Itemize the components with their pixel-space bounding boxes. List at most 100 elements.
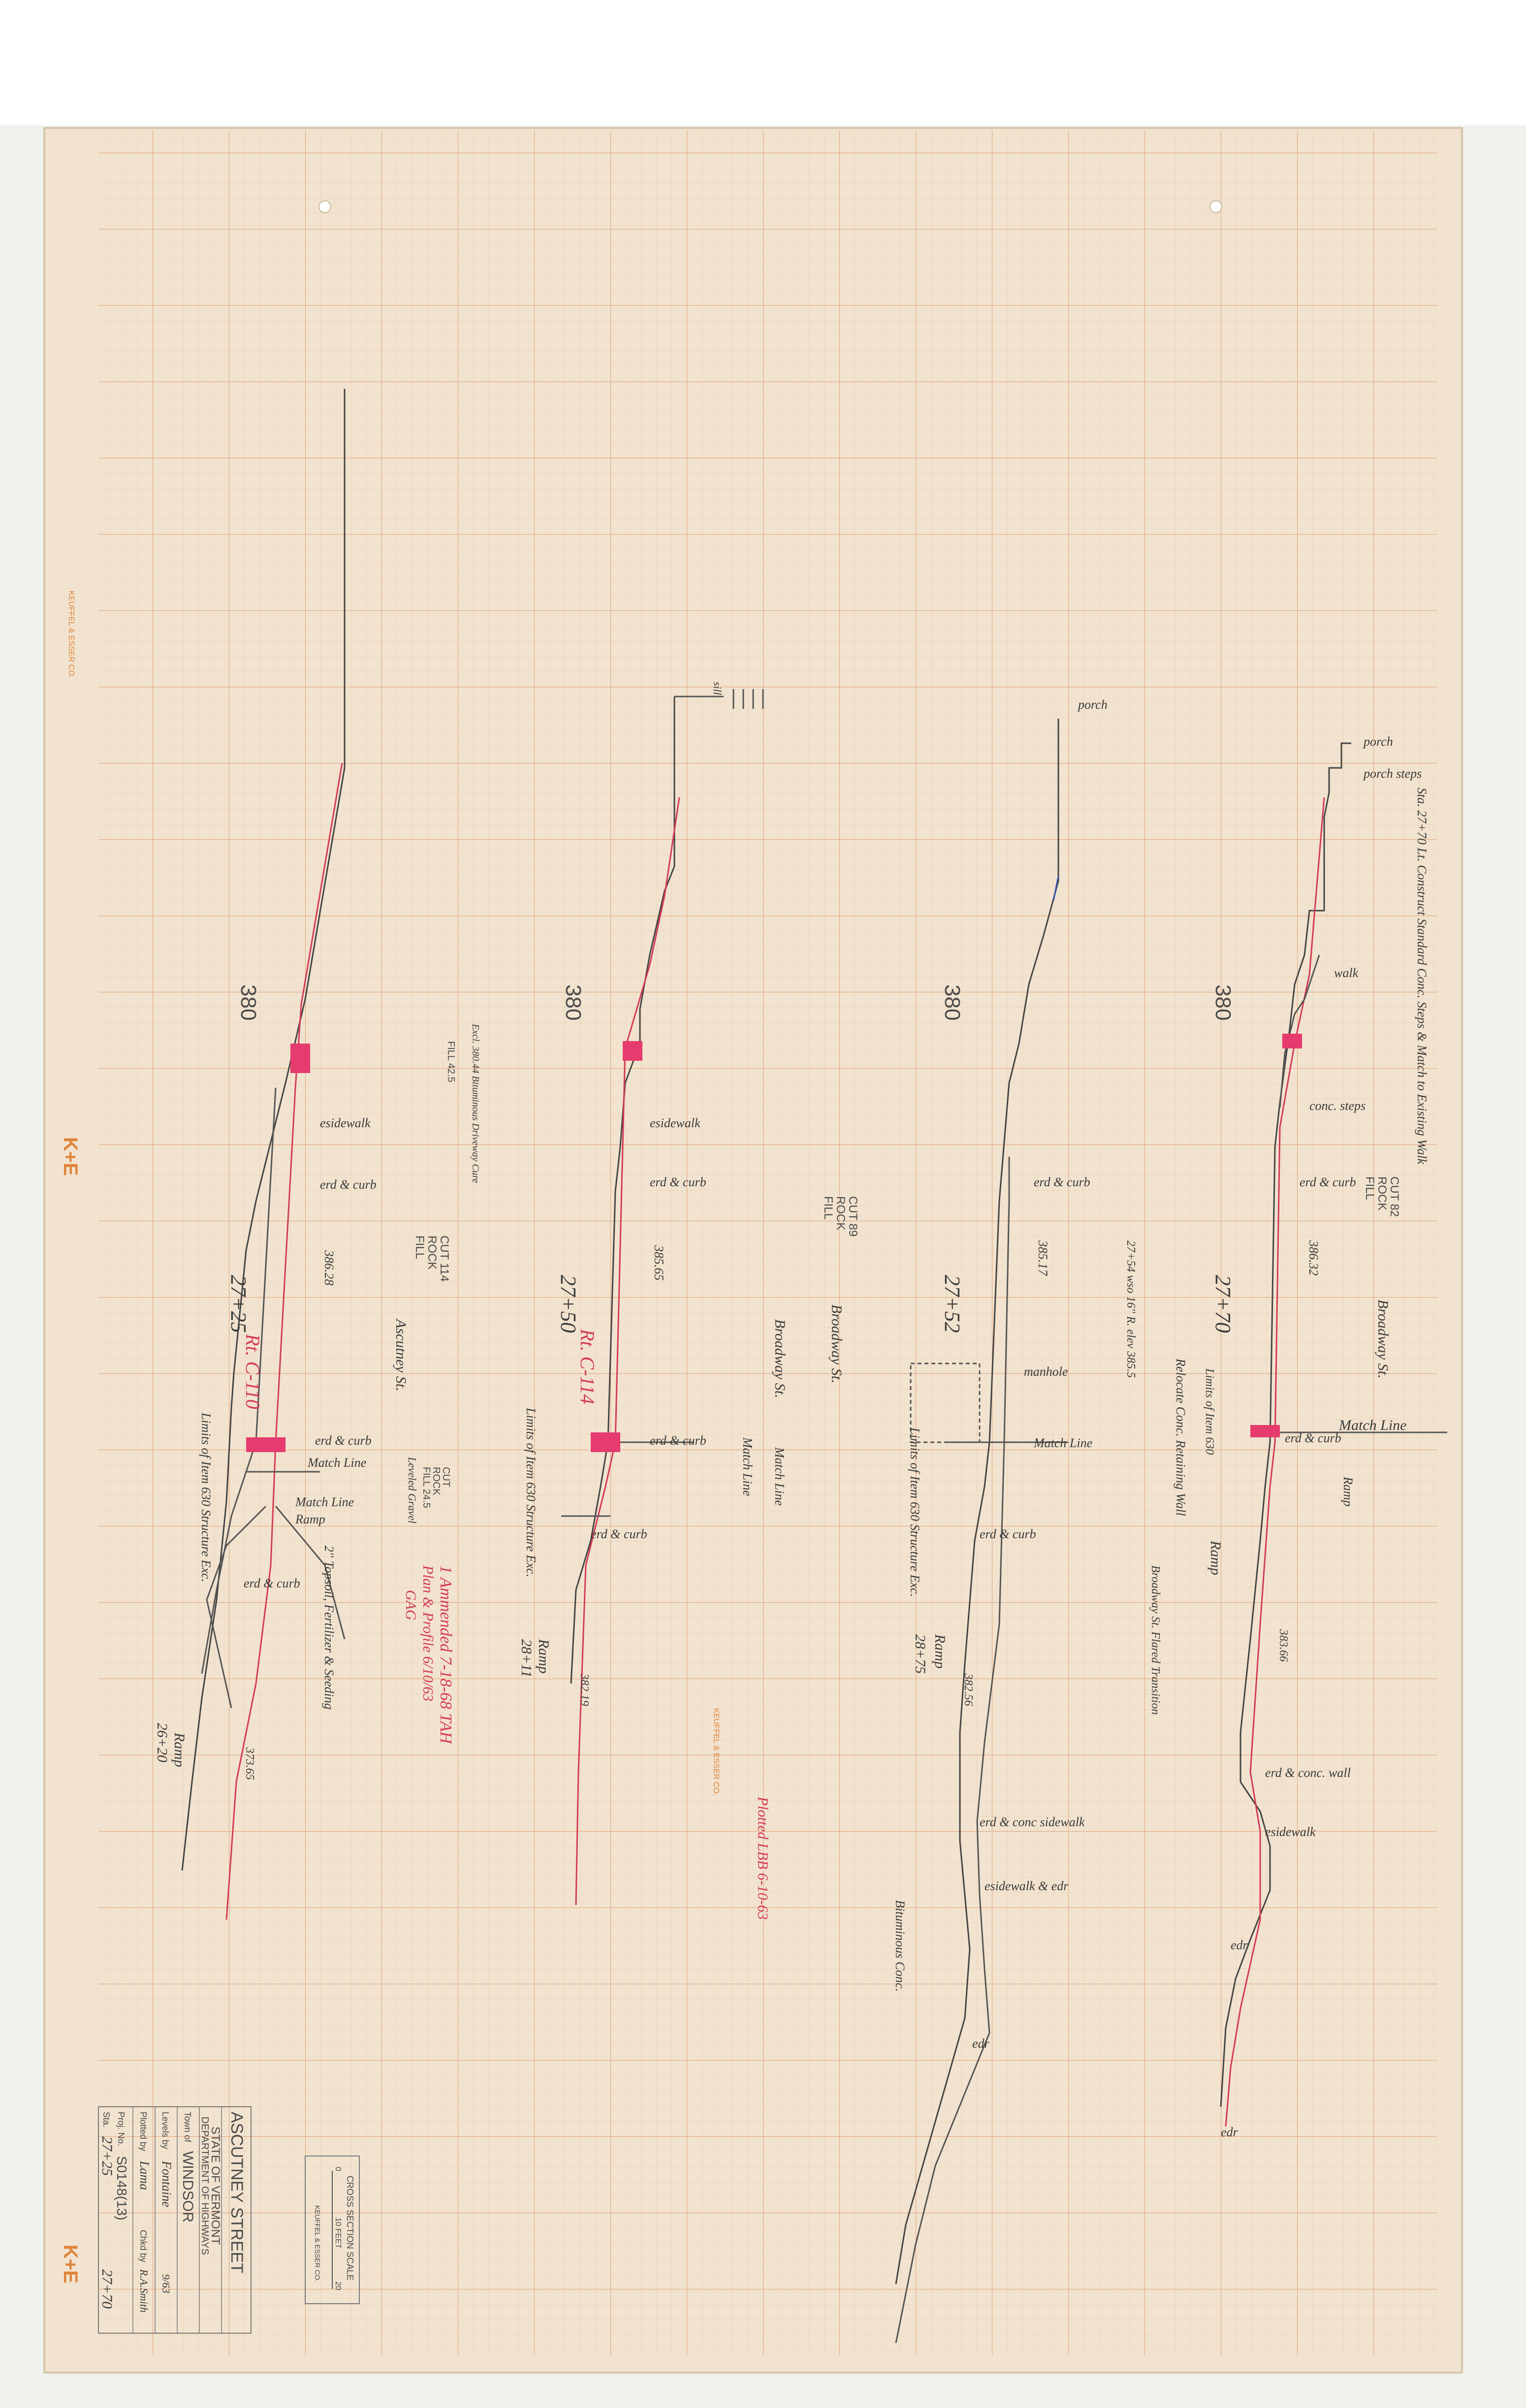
curb-label-3: erd & curb xyxy=(244,1576,300,1590)
existing-ground-line xyxy=(181,389,346,1871)
earthwork-fill: FILL xyxy=(413,1236,426,1259)
title-block: ASCUTNEY STREET STATE OF VERMONT DEPARTM… xyxy=(98,2106,252,2334)
side-elev: 382.19 xyxy=(578,1673,591,1706)
steps-note: Sta. 27+70 Lt. Construct Standard Conc. … xyxy=(1415,788,1429,1165)
elev-ref-label: 380 xyxy=(236,984,260,1020)
conc-wall-label: erd & conc. wall xyxy=(1265,1766,1351,1780)
earthwork-fill-2: FILL 42.5 xyxy=(445,1041,456,1082)
edr-label-2: edr xyxy=(1221,2125,1239,2139)
elev-ref-label: 380 xyxy=(940,984,964,1020)
vendor-stamp: KEUFFEL & ESSER CO. xyxy=(67,591,75,678)
scale-heading: CROSS SECTION SCALE xyxy=(345,2176,355,2281)
bituminous-note: Bituminous Conc. xyxy=(893,1900,907,1992)
scale-vendor: KEUFFEL & ESSER CO. xyxy=(314,2205,321,2282)
cross-section-27-52 xyxy=(895,719,1068,2344)
street-name: ASCUTNEY STREET xyxy=(227,2112,246,2273)
station-label: 27+25 xyxy=(226,1275,251,1333)
checked-label: Chkd by xyxy=(138,2230,148,2262)
sidewalk-fill xyxy=(1282,1034,1302,1048)
curb-label-2: erd & curb xyxy=(650,1433,706,1448)
ramp-label-2: Ramp xyxy=(171,1732,188,1767)
scale-frame xyxy=(305,2155,360,2304)
match-line-label: Match Line xyxy=(740,1437,755,1496)
earthwork-fill: FILL xyxy=(1363,1176,1376,1200)
street-note: Broadway St. xyxy=(1375,1299,1391,1379)
centerline-elev: 385.17 xyxy=(1036,1240,1050,1276)
ramp-label: Ramp xyxy=(932,1634,948,1669)
wall-note: Relocate Conc. Retaining Wall xyxy=(1174,1358,1188,1516)
earthwork-cut: CUT 114 xyxy=(438,1236,451,1282)
ramp-station: 28+11 xyxy=(518,1639,535,1678)
punch-hole xyxy=(1209,200,1222,213)
route-label: Rt. C-110 xyxy=(242,1333,264,1409)
walk-label: walk xyxy=(1334,966,1359,980)
gravel-note: Leveled Gravel xyxy=(406,1457,418,1523)
structure-exc-note: Limits of Item 630 Structure Exc. xyxy=(908,1427,922,1597)
curb-label-3: erd & curb xyxy=(591,1527,647,1541)
curb-fill xyxy=(246,1437,286,1452)
plotted-label: Plotted by xyxy=(138,2112,148,2151)
cross-section-27-25 xyxy=(181,389,346,1920)
ramp-label: Ramp xyxy=(1208,1540,1224,1575)
street-note: Ascutney St. xyxy=(393,1318,409,1392)
match-line-label: Match Line xyxy=(1033,1436,1092,1450)
sill-label: sill xyxy=(711,682,724,695)
project-label: Proj. No. xyxy=(116,2112,126,2146)
sta-from: 27+25 xyxy=(99,2136,115,2176)
sidewalk-fill xyxy=(290,1044,310,1073)
sidewalk-label: esidewalk xyxy=(1265,1825,1316,1839)
curb-fill xyxy=(591,1432,620,1452)
route-label: Rt. C-114 xyxy=(576,1329,599,1404)
porch-label: porch xyxy=(1077,697,1108,712)
edr-label: edr xyxy=(972,2036,990,2051)
ramp-note: Ramp xyxy=(1341,1476,1355,1507)
cross-section-27-70 xyxy=(1220,742,1447,2127)
elev-ref-label: 380 xyxy=(561,984,585,1020)
existing-ground-line xyxy=(895,719,1059,2284)
earthwork-fill: FILL xyxy=(822,1196,835,1220)
levels-value: Fontaine xyxy=(159,2160,174,2207)
scale-tick-20: 20 xyxy=(334,2281,342,2290)
earthwork-rock: ROCK xyxy=(425,1236,439,1269)
structure-exc-note: Limits of Item 630 Structure Exc. xyxy=(199,1412,213,1582)
station-label: 27+50 xyxy=(556,1275,580,1333)
sta-label: Sta. xyxy=(101,2112,111,2127)
ke-logo: K+E xyxy=(60,1137,81,1176)
sidewalk-edr-label: esidewalk & edr xyxy=(985,1879,1069,1893)
side-elev: 382.56 xyxy=(962,1673,975,1706)
conc-steps-label: conc. steps xyxy=(1309,1099,1366,1113)
station-label: 27+52 xyxy=(940,1275,964,1333)
side-elev: 383.66 xyxy=(1277,1629,1290,1662)
match-line xyxy=(561,1441,694,1517)
existing-ground-line xyxy=(570,697,675,1684)
curb-label: erd & curb xyxy=(1300,1175,1356,1189)
match-line-label: Match Line xyxy=(307,1456,366,1470)
sta-to: 27+70 xyxy=(99,2269,115,2309)
edr-label: edr xyxy=(1231,1938,1248,1952)
centerline-elev: 386.28 xyxy=(322,1250,336,1286)
earthwork-cut: CUT 89 xyxy=(846,1196,859,1236)
town-label: Town of xyxy=(183,2112,192,2143)
centerline-elev: 386.32 xyxy=(1306,1240,1321,1276)
ramp-label: Ramp xyxy=(295,1512,325,1526)
street-note: Broadway St. xyxy=(772,1319,788,1398)
punch-hole xyxy=(318,200,331,213)
sidewalk-label: esidewalk xyxy=(320,1116,371,1130)
proposed-line xyxy=(225,762,343,1920)
porch-label: porch xyxy=(1363,734,1393,749)
topsoil-note: 2'' Topsoil, Fertilizer & Seeding xyxy=(322,1546,336,1710)
curb-line xyxy=(201,1087,277,1674)
department-name: DEPARTMENT OF HIGHWAYS xyxy=(199,2117,210,2255)
blue-mark xyxy=(1052,876,1059,901)
scale-tick-10: 10 FEET xyxy=(334,2218,342,2249)
earthwork-fill-3: FILL 24.5 xyxy=(421,1467,432,1508)
transition-note: Broadway St. Flared Transition xyxy=(1149,1565,1162,1715)
plotted-note: Plotted LBB 6-10-63 xyxy=(755,1796,771,1920)
station-label: 27+70 xyxy=(1211,1275,1235,1333)
plotted-value: Lama xyxy=(137,2160,152,2190)
project-value: S0148(13) xyxy=(114,2156,129,2220)
curb-label: erd & curb xyxy=(1034,1175,1090,1189)
curb-label-2: erd & curb xyxy=(315,1433,372,1448)
existing-ground-line xyxy=(1220,742,1351,2107)
